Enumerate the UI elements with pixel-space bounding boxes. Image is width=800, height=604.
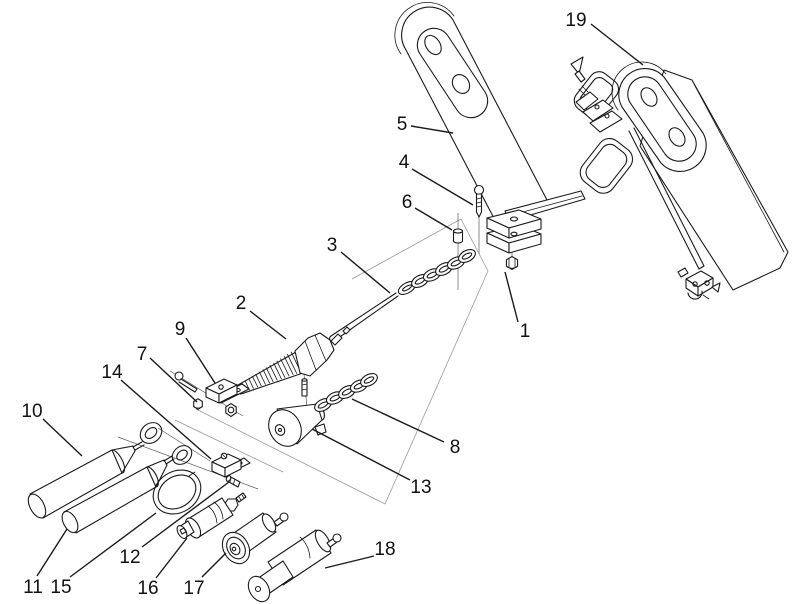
cable-fitting-medium-drawing bbox=[221, 512, 289, 565]
lever-rod-drawing bbox=[628, 127, 705, 270]
part-label-11: 11 bbox=[23, 577, 43, 598]
part-leader-15 bbox=[69, 512, 157, 578]
chain-links-upper bbox=[411, 249, 476, 288]
upper-cable-clamp-drawing bbox=[174, 371, 250, 417]
part-label-9: 9 bbox=[175, 319, 186, 340]
part-label-5: 5 bbox=[397, 114, 408, 135]
part-leader-19 bbox=[590, 23, 644, 66]
part-leader-8 bbox=[351, 398, 445, 443]
carriage-bolt-drawing bbox=[174, 371, 198, 393]
part-label-1: 1 bbox=[520, 321, 531, 342]
roll-pin-drawing bbox=[301, 378, 308, 397]
part-leader-13 bbox=[311, 428, 411, 481]
handle-grip-lower-drawing bbox=[61, 445, 193, 534]
handle-grip-upper-drawing bbox=[27, 422, 163, 519]
phantom-alignment-lines bbox=[174, 218, 489, 505]
part-label-7: 7 bbox=[137, 344, 148, 365]
lower-cable-clamp-drawing bbox=[211, 452, 251, 488]
chain-links-lower bbox=[314, 373, 378, 412]
handle-loop-bottom bbox=[579, 137, 634, 194]
ring-drawing bbox=[152, 469, 202, 515]
part-label-18: 18 bbox=[374, 539, 395, 560]
rod-and-chain-drawing bbox=[329, 249, 476, 342]
part-label-10: 10 bbox=[21, 401, 42, 422]
part-leader-1 bbox=[504, 271, 519, 323]
part-leader-7 bbox=[149, 357, 198, 403]
part-leader-2 bbox=[249, 310, 287, 340]
part-leader-9 bbox=[185, 337, 216, 384]
part-label-3: 3 bbox=[327, 235, 338, 256]
part-label-13: 13 bbox=[410, 477, 431, 498]
part-leader-5 bbox=[410, 125, 454, 134]
part-leader-16 bbox=[155, 537, 188, 579]
part-label-8: 8 bbox=[450, 437, 461, 458]
assembled-bracket-drawing bbox=[570, 56, 789, 300]
cable-fitting-large-drawing bbox=[247, 529, 342, 603]
part-label-15: 15 bbox=[50, 577, 71, 598]
part-label-14: 14 bbox=[101, 362, 123, 383]
spacer-drawing bbox=[452, 228, 464, 244]
part-leader-12 bbox=[141, 481, 230, 548]
part-leader-4 bbox=[411, 168, 474, 206]
spring-ferrule-drawing bbox=[294, 332, 335, 377]
part-label-4: 4 bbox=[399, 152, 410, 173]
knob-drawing bbox=[268, 378, 327, 447]
hex-nut-drawing bbox=[225, 403, 237, 417]
part-label-2: 2 bbox=[236, 293, 247, 314]
part-label-16: 16 bbox=[137, 578, 158, 599]
part-leader-6 bbox=[414, 207, 453, 231]
latch-lever-drawing bbox=[570, 56, 623, 133]
nut-drawing bbox=[505, 255, 519, 271]
upper-bracket-arm-drawing bbox=[394, 2, 586, 235]
part-label-12: 12 bbox=[119, 547, 140, 568]
part-leader-18 bbox=[324, 555, 375, 569]
cable-fitting-small-drawing bbox=[176, 492, 247, 539]
part-leader-10 bbox=[42, 418, 83, 457]
part-label-19: 19 bbox=[565, 10, 586, 31]
part-leader-14 bbox=[120, 379, 212, 460]
screw-drawing bbox=[473, 184, 485, 218]
part-leader-11 bbox=[36, 528, 68, 577]
part-label-6: 6 bbox=[402, 192, 413, 213]
conical-spring-drawing bbox=[236, 326, 351, 395]
clamp-pin-drawing bbox=[225, 475, 241, 488]
part-leader-3 bbox=[340, 251, 391, 294]
part-label-17: 17 bbox=[183, 578, 204, 599]
clevis-bracket-drawing bbox=[486, 209, 542, 254]
rod-clamp-drawing bbox=[677, 267, 721, 300]
part-leader-17 bbox=[201, 552, 227, 578]
